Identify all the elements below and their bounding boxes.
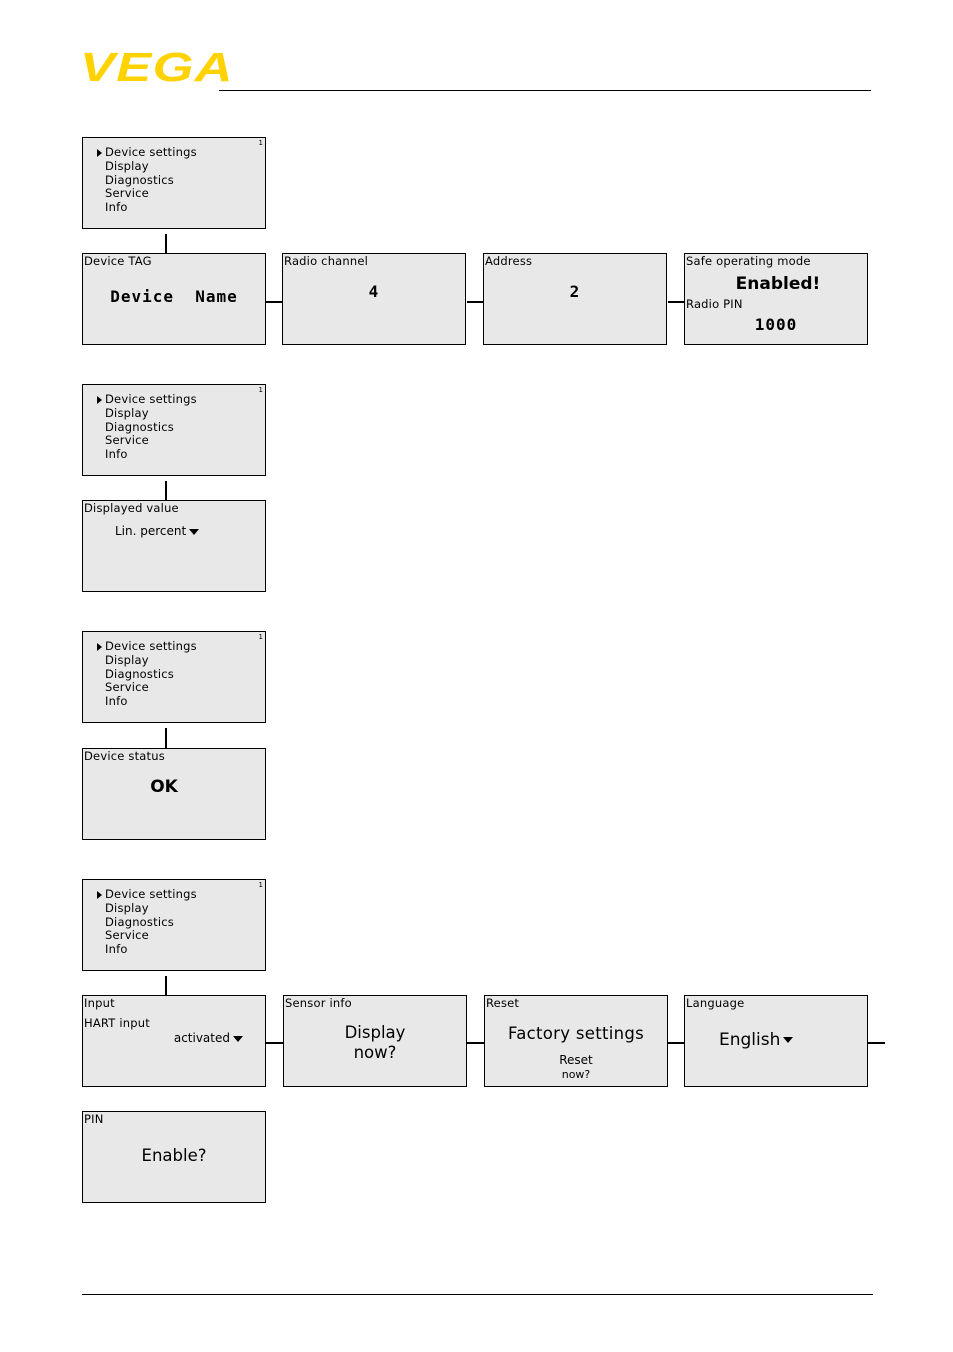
screen-radio-channel[interactable]: Radio channel 4	[282, 253, 466, 345]
device-tag-value: Device Name	[110, 287, 238, 306]
reset-line2: now?	[561, 1068, 591, 1081]
menu-screen-diagnostics: 1 Device settings Display Diagnostics Se…	[82, 631, 266, 723]
menu-item-display[interactable]: Display	[105, 405, 149, 420]
connector-vertical	[165, 976, 167, 995]
connector-vertical	[165, 234, 167, 253]
menu-screen-service: 1 Device settings Display Diagnostics Se…	[82, 879, 266, 971]
connector-horizontal	[467, 1042, 484, 1044]
menu-item-device-settings[interactable]: Device settings	[97, 392, 197, 406]
menu-item-display[interactable]: Display	[105, 652, 149, 667]
header-rule	[219, 90, 871, 91]
safe-mode-value: Enabled!	[735, 274, 821, 294]
dropdown-arrow-icon	[783, 1037, 794, 1043]
menu-item-device-settings[interactable]: Device settings	[97, 639, 197, 653]
screen-title: Language	[686, 996, 745, 1010]
screen-title: Input	[84, 996, 115, 1010]
connector-horizontal	[467, 301, 483, 303]
device-status-value: OK	[150, 777, 178, 797]
menu-item-diagnostics[interactable]: Diagnostics	[105, 172, 174, 187]
connector-horizontal	[668, 301, 684, 303]
screen-title: Sensor info	[285, 996, 352, 1010]
reset-value: Factory settings	[507, 1024, 645, 1043]
connector-horizontal	[668, 1042, 685, 1044]
main-menu: Device settings Display Diagnostics Serv…	[97, 639, 197, 709]
connector-horizontal	[266, 1042, 283, 1044]
menu-screen-device-settings: 1 Device settings Display Diagnostics Se…	[82, 137, 266, 229]
screen-input[interactable]: Input HART input activated	[82, 995, 266, 1087]
menu-item-service[interactable]: Service	[105, 680, 149, 695]
screen-pin[interactable]: PIN Enable?	[82, 1111, 266, 1203]
main-menu: Device settings Display Diagnostics Serv…	[97, 392, 197, 462]
screen-title: Displayed value	[84, 501, 179, 515]
language-value: English	[719, 1030, 781, 1050]
dropdown-arrow-icon	[233, 1035, 243, 1042]
menu-item-info[interactable]: Info	[105, 447, 128, 462]
page-number: 1	[258, 633, 263, 641]
menu-screen-display: 1 Device settings Display Diagnostics Se…	[82, 384, 266, 476]
menu-item-device-settings[interactable]: Device settings	[97, 887, 197, 901]
sensor-info-line2: now?	[353, 1043, 397, 1062]
hart-input-select[interactable]: activated	[174, 1031, 243, 1046]
page-number: 1	[258, 386, 263, 394]
main-menu: Device settings Display Diagnostics Serv…	[97, 887, 197, 957]
screen-sensor-info[interactable]: Sensor info Display now?	[283, 995, 467, 1087]
sensor-info-line1: Display	[344, 1023, 406, 1042]
connector-horizontal	[868, 1042, 885, 1044]
connector-vertical	[165, 481, 167, 500]
menu-item-display[interactable]: Display	[105, 158, 149, 173]
screen-address[interactable]: Address 2	[483, 253, 667, 345]
menu-item-diagnostics[interactable]: Diagnostics	[105, 666, 174, 681]
dropdown-arrow-icon	[189, 528, 200, 535]
screen-device-tag[interactable]: Device TAG Device Name	[82, 253, 266, 345]
screen-title: Address	[485, 254, 533, 268]
language-select[interactable]: English	[719, 1030, 794, 1050]
vega-logo: VEGA	[80, 44, 234, 90]
screen-title: Device TAG	[84, 254, 152, 268]
hart-input-value: activated	[173, 1031, 230, 1045]
main-menu: Device settings Display Diagnostics Serv…	[97, 145, 197, 215]
menu-item-info[interactable]: Info	[105, 694, 128, 709]
menu-item-service[interactable]: Service	[105, 928, 149, 943]
screen-language[interactable]: Language English	[684, 995, 868, 1087]
displayed-value-text: Lin. percent	[115, 524, 187, 538]
screen-device-status[interactable]: Device status OK	[82, 748, 266, 840]
hart-input-label: HART input	[84, 1016, 150, 1030]
page-number: 1	[258, 881, 263, 889]
pin-value: Enable?	[141, 1146, 207, 1165]
address-value: 2	[569, 282, 581, 301]
footer-rule	[82, 1294, 873, 1295]
menu-item-service[interactable]: Service	[105, 186, 149, 201]
menu-item-service[interactable]: Service	[105, 433, 149, 448]
page-number: 1	[258, 139, 263, 147]
reset-line1: Reset	[559, 1053, 593, 1067]
screen-reset[interactable]: Reset Factory settings Reset now?	[484, 995, 668, 1087]
menu-item-info[interactable]: Info	[105, 942, 128, 957]
screen-title: Reset	[486, 996, 520, 1010]
screen-title: Safe operating mode	[686, 254, 811, 268]
displayed-value-select[interactable]: Lin. percent	[115, 524, 200, 539]
screen-title: Device status	[84, 749, 165, 763]
menu-item-info[interactable]: Info	[105, 200, 128, 215]
connector-horizontal	[266, 301, 282, 303]
screen-safe-operating-mode[interactable]: Safe operating mode Enabled! Radio PIN 1…	[684, 253, 868, 345]
radio-channel-value: 4	[368, 282, 380, 301]
menu-item-diagnostics[interactable]: Diagnostics	[105, 419, 174, 434]
screen-displayed-value[interactable]: Displayed value Lin. percent	[82, 500, 266, 592]
connector-vertical	[165, 728, 167, 748]
screen-title: Radio channel	[284, 254, 369, 268]
menu-item-display[interactable]: Display	[105, 900, 149, 915]
radio-pin-value: 1000	[754, 315, 798, 334]
menu-item-diagnostics[interactable]: Diagnostics	[105, 914, 174, 929]
radio-pin-label: Radio PIN	[686, 297, 743, 311]
menu-item-device-settings[interactable]: Device settings	[97, 145, 197, 159]
screen-title: PIN	[84, 1112, 104, 1126]
